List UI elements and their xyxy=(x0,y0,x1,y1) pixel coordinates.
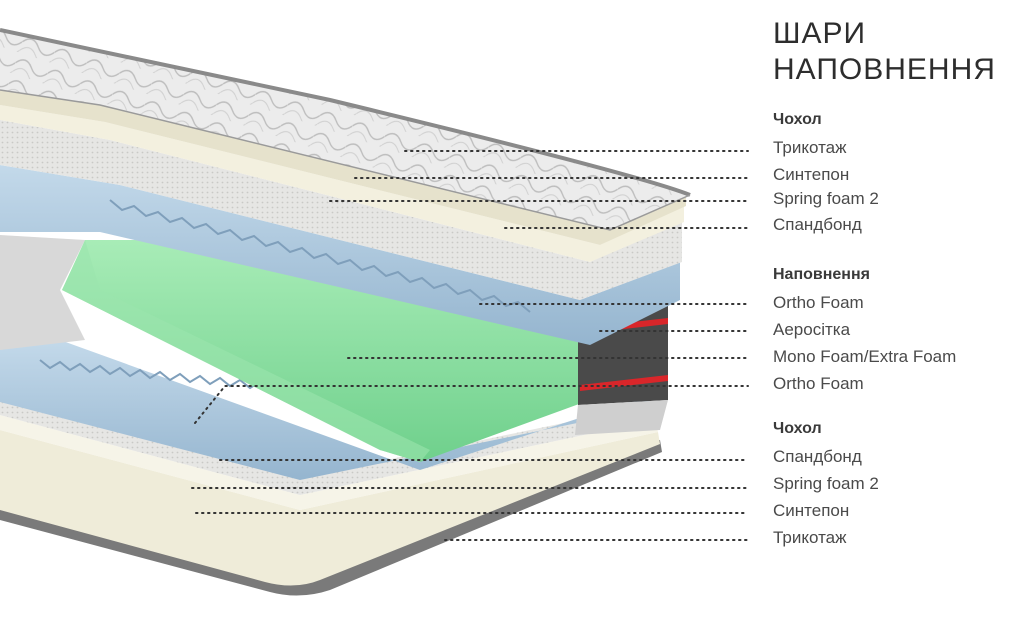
inner-grey-block xyxy=(0,235,85,350)
layer-label: Spring foam 2 xyxy=(773,474,879,493)
layer-label: Ortho Foam xyxy=(773,293,864,312)
top-cover-layers xyxy=(0,90,686,300)
leader-lines xyxy=(191,150,749,541)
section-heading-cover-bottom: Чохол xyxy=(773,420,822,437)
top-ortho-foam-shape xyxy=(0,165,680,345)
layer-label: Трикотаж xyxy=(773,528,847,547)
layer-label: Spring foam 2 xyxy=(773,189,879,208)
bottom-cover-shape xyxy=(0,400,662,596)
layer-label: Ortho Foam xyxy=(773,374,864,393)
layer-label: Синтепон xyxy=(773,501,850,520)
core-foam-shape xyxy=(62,240,600,462)
layer-label: Трикотаж xyxy=(773,138,847,157)
layer-label: Синтепон xyxy=(773,165,850,184)
title-line-2: НАПОВНЕННЯ xyxy=(773,53,996,86)
layer-label: Mono Foam/Extra Foam xyxy=(773,347,957,366)
layer-label: Спандбонд xyxy=(773,215,862,234)
quilted-top-cover xyxy=(0,28,691,231)
section-heading-cover-top: Чохол xyxy=(773,111,822,128)
leader-line-ortho-foam-bottom xyxy=(194,385,749,424)
layer-label: Аеросітка xyxy=(773,320,851,339)
title-line-1: ШАРИ xyxy=(773,17,867,50)
layer-label: Спандбонд xyxy=(773,447,862,466)
section-heading-filling: Наповнення xyxy=(773,266,870,283)
